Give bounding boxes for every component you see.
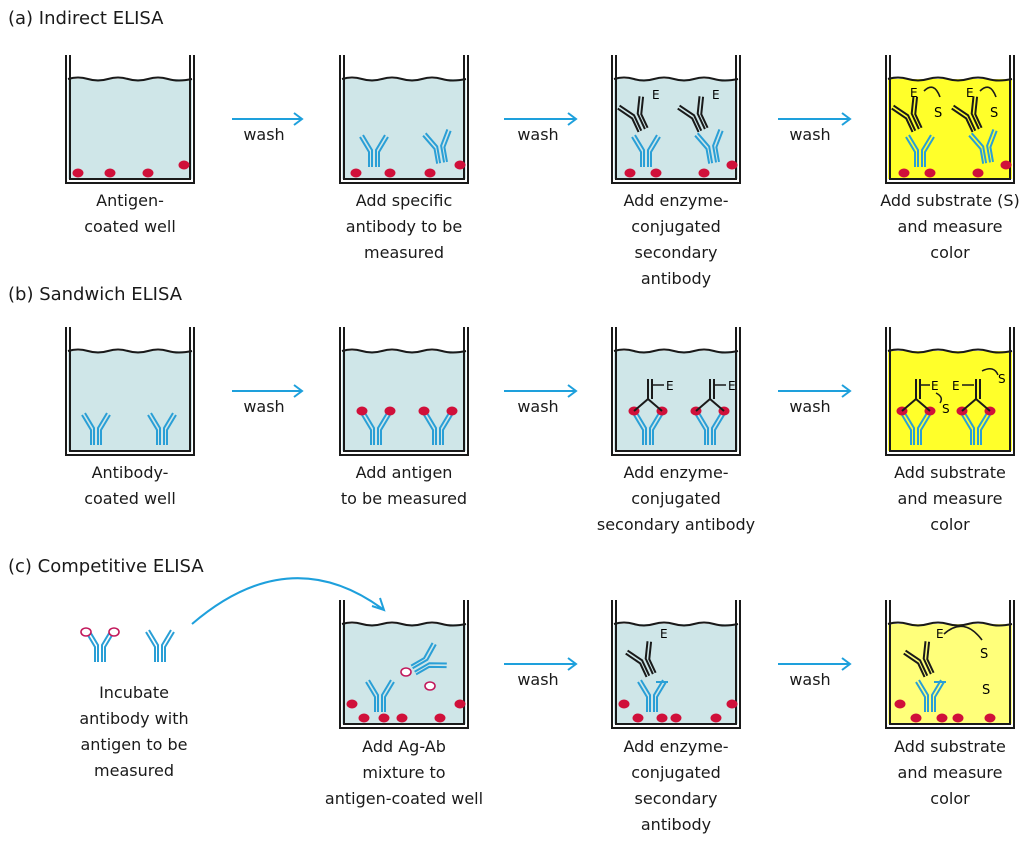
wash-label-c1: wash [517, 670, 559, 689]
panel-c-free-antibodies [80, 627, 175, 663]
substrate-label: S [982, 683, 990, 698]
substrate-label: S [998, 372, 1006, 386]
caption-c3: Add enzyme- conjugated secondary antibod… [623, 737, 729, 834]
panel-b-arrows [232, 384, 852, 398]
panel-b-wells: E E E E S S [65, 327, 1015, 456]
wash-label-b3: wash [789, 397, 831, 416]
caption-c2: Add Ag-Ab mixture to antigen-coated well [324, 737, 484, 808]
panel-a-title: (a) Indirect ELISA [8, 8, 164, 29]
enzyme-label: E [910, 86, 918, 100]
wash-label-a1: wash [243, 125, 285, 144]
wash-label-b1: wash [243, 397, 285, 416]
panel-c-title: (c) Competitive ELISA [8, 556, 204, 577]
enzyme-label: E [660, 627, 668, 641]
enzyme-label: E [952, 379, 960, 393]
substrate-label: S [942, 402, 950, 416]
substrate-label: S [934, 106, 942, 121]
caption-b3: Add enzyme- conjugated secondary antibod… [596, 463, 756, 534]
panel-a-arrows [232, 112, 852, 126]
substrate-label: S [980, 647, 988, 662]
enzyme-label: E [666, 379, 674, 393]
caption-a3: Add enzyme- conjugated secondary antibod… [623, 191, 729, 288]
enzyme-label: E [728, 379, 736, 393]
panel-a-wells: E E E E S S [65, 55, 1015, 184]
enzyme-label: E [712, 88, 720, 102]
caption-b2: Add antigen to be measured [340, 463, 468, 508]
caption-a4: Add substrate (S) and measure color [880, 191, 1020, 262]
panel-c-wells: E E S S [339, 600, 1015, 729]
substrate-label: S [990, 106, 998, 121]
transfer-arrow [191, 577, 386, 625]
wash-label-c2: wash [789, 670, 831, 689]
panel-b-title: (b) Sandwich ELISA [8, 284, 183, 305]
caption-b4: Add substrate and measure color [894, 463, 1006, 534]
wash-label-a2: wash [517, 125, 559, 144]
caption-c1: Incubate antibody with antigen to be mea… [79, 683, 189, 780]
enzyme-label: E [966, 86, 974, 100]
enzyme-label: E [652, 88, 660, 102]
enzyme-label: E [931, 379, 939, 393]
wash-label-b2: wash [517, 397, 559, 416]
panel-c-arrows [504, 657, 852, 671]
caption-c4: Add substrate and measure color [894, 737, 1006, 808]
caption-b1: Antibody- coated well [84, 463, 176, 508]
wash-label-a3: wash [789, 125, 831, 144]
caption-a2: Add specific antibody to be measured [345, 191, 463, 262]
enzyme-label: E [936, 627, 944, 641]
caption-a1: Antigen- coated well [84, 191, 176, 236]
